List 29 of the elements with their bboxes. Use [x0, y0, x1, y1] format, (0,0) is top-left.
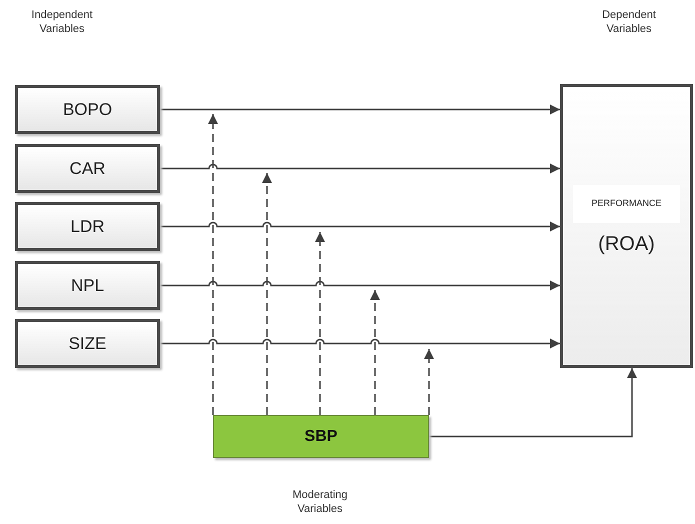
node-heading: PERFORMANCE: [573, 185, 680, 222]
variable-box: [15, 319, 160, 368]
dashed-arrow: [208, 114, 218, 415]
variable-box: [15, 144, 160, 193]
dashed-arrow: [262, 173, 272, 415]
node-label: BOPO: [62, 98, 112, 121]
variable-box: [15, 261, 160, 310]
arrow: [429, 368, 637, 438]
group-label: Dependent Variables: [601, 8, 657, 36]
node-label: SIZE: [68, 332, 106, 355]
dashed-arrow: [370, 290, 380, 415]
node-label: (ROA): [598, 232, 655, 256]
arrow: [160, 338, 560, 348]
dashed-arrow: [424, 349, 434, 415]
group-label: Independent Variables: [30, 8, 94, 36]
variable-box: [15, 85, 160, 134]
arrow: [160, 104, 560, 114]
node-label: LDR: [70, 216, 104, 238]
variable-box: [15, 202, 160, 251]
dependent-variable-box: [560, 84, 693, 368]
moderator-box: [213, 415, 429, 458]
arrow: [160, 222, 560, 232]
arrow: [160, 280, 560, 290]
arrow: [160, 164, 560, 174]
node-label: CAR: [70, 158, 106, 180]
node-label: NPL: [70, 274, 104, 297]
dashed-arrow: [315, 232, 325, 415]
group-label: Moderating Variables: [291, 488, 349, 516]
node-label: SBP: [304, 426, 338, 446]
